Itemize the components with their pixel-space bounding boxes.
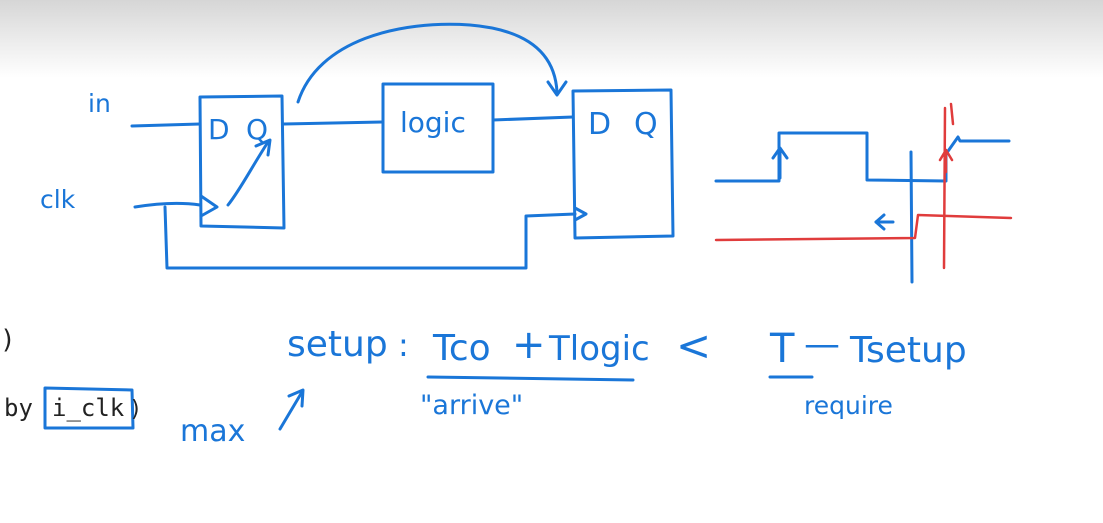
in-label: in: [88, 89, 111, 118]
clock-bottom-wire: [163, 205, 577, 270]
clock-waveform: [714, 131, 1011, 183]
rising-edge-arrowhead: [771, 146, 789, 160]
red-tick-mark: [949, 102, 955, 126]
tlogic-term: Tlogic: [548, 329, 650, 369]
ff2-q-label: Q: [634, 107, 658, 142]
red-marker-line: [942, 106, 947, 270]
minus-sign: —: [804, 324, 840, 365]
doc-close-paren: ): [129, 397, 142, 422]
logic-label: logic: [400, 106, 466, 139]
setup-colon: :: [398, 326, 409, 364]
flip-flop-1-internal-arrow: [226, 140, 270, 207]
arrive-underline: [426, 375, 635, 382]
data-waveform-red: [714, 213, 1013, 242]
in-wire: [130, 122, 202, 128]
flip-flop-1-box: [198, 94, 286, 230]
less-than-sign: <: [676, 321, 711, 370]
ff2-d-label: D: [588, 107, 611, 142]
tsetup-term: Tsetup: [849, 330, 967, 371]
max-arrow: [278, 390, 304, 431]
flip-flop-2-box: [571, 88, 675, 240]
ff1-d-label: D: [208, 113, 230, 146]
logic-to-d2-wire: [491, 115, 575, 122]
period-term: T: [769, 326, 795, 372]
red-rising-edge-arrowhead: [938, 148, 954, 162]
plus-sign: +: [512, 322, 546, 368]
doc-paren: ): [0, 325, 16, 355]
clk-label: clk: [40, 185, 76, 214]
i-clk-highlight-box: [43, 386, 135, 430]
q1-to-logic-wire: [282, 120, 385, 126]
tco-term: Tco: [432, 328, 491, 369]
flip-flop-1-internal-arrowhead: [254, 138, 272, 157]
flip-flop-1-clock-triangle: [199, 194, 219, 218]
setup-label: setup: [287, 324, 388, 365]
max-label: max: [180, 414, 245, 449]
require-label: require: [804, 391, 893, 420]
path-arrow-curve-head: [546, 80, 568, 97]
ff1-q-label: Q: [246, 113, 268, 146]
arrive-label: "arrive": [420, 390, 523, 421]
clk-wire: [133, 201, 202, 209]
logic-box: [381, 82, 495, 174]
setup-window-arrowhead: [874, 213, 886, 231]
doc-signal-name: i_clk: [52, 394, 125, 422]
timing-marker-line: [909, 150, 914, 284]
max-arrowhead: [287, 388, 305, 408]
flip-flop-2-clock-triangle: [573, 206, 588, 222]
doc-by-text: by: [4, 394, 33, 422]
path-arrow-curve: [296, 22, 559, 104]
